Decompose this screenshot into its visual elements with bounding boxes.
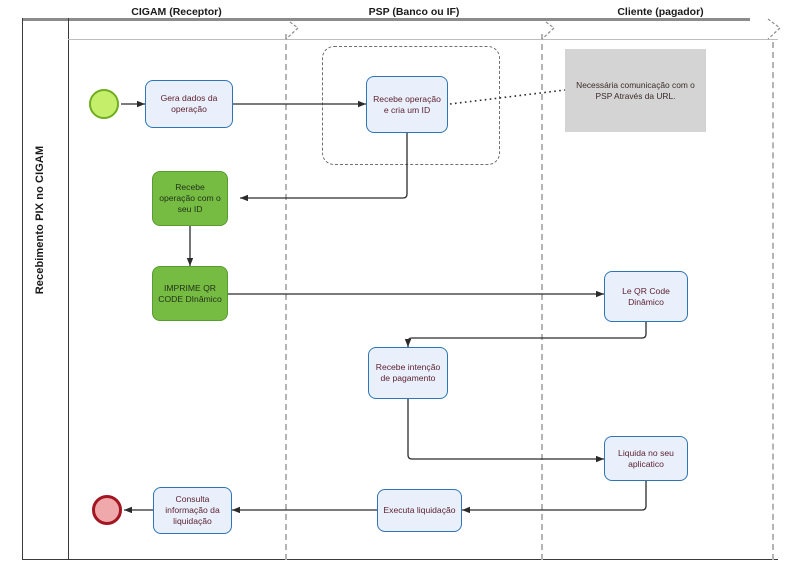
lane-title-psp: PSP (Banco ou IF): [368, 6, 460, 18]
task-le-qr-code[interactable]: Le QR Code Dinâmico: [604, 271, 688, 322]
lane-chevron-2: [538, 18, 564, 44]
pool-top-border: [22, 18, 750, 21]
start-event[interactable]: [89, 89, 119, 119]
lane-divider-psp-cliente: [541, 34, 543, 560]
pool-label: Recebimento PIX no CIGAM: [34, 145, 46, 295]
end-event[interactable]: [92, 495, 122, 525]
pool-left-border: [22, 18, 23, 560]
group-box-psp: [322, 46, 500, 165]
pool-bottom-border: [22, 559, 778, 560]
task-consulta-informacao-liquidacao[interactable]: Consulta informação da liquidação: [153, 487, 232, 534]
lane-title-cigam: CIGAM (Receptor): [131, 6, 222, 18]
pool-label-column-divider: [68, 18, 69, 560]
task-recebe-intencao-pagamento[interactable]: Recebe intenção de pagamento: [368, 347, 448, 399]
task-recebe-operacao-com-id[interactable]: Recebe operação com o seu ID: [152, 171, 228, 226]
task-liquida-no-aplicativo[interactable]: Liquida no seu aplicatico: [604, 436, 688, 481]
pool-frame: Recebimento PIX no CIGAM: [22, 18, 778, 560]
lane-chevron-1: [282, 18, 308, 44]
pool-chevron-right: [764, 18, 790, 44]
lane-divider-cigam-psp: [285, 34, 287, 560]
task-executa-liquidacao[interactable]: Executa liquidação: [377, 489, 462, 532]
lane-title-cliente: Cliente (pagador): [617, 6, 704, 18]
lane-header-divider: [68, 39, 778, 40]
task-gera-dados[interactable]: Gera dados da operação: [145, 80, 233, 128]
pool-right-dashed-edge: [772, 42, 774, 560]
task-imprime-qr-code[interactable]: IMPRIME QR CODE DInâmico: [152, 266, 228, 321]
task-recebe-operacao-cria-id[interactable]: Recebe operação e cria um ID: [366, 76, 448, 133]
text-annotation-psp-url: Necessária comunicação com o PSP Através…: [565, 49, 706, 132]
